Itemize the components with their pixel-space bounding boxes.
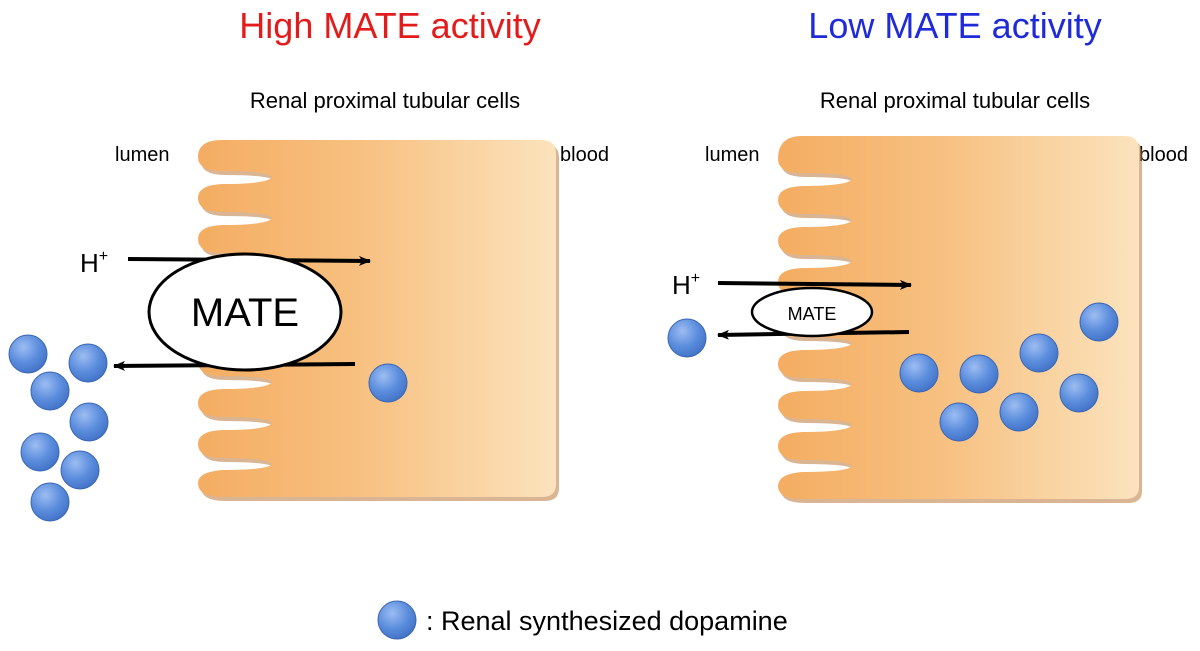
cell-dopamine-cluster xyxy=(368,363,408,403)
dopamine-molecule xyxy=(999,392,1039,432)
dopamine-circle-icon xyxy=(377,600,417,640)
blood-label: blood xyxy=(560,144,609,166)
dopamine-molecule xyxy=(1079,302,1119,342)
mate-label: MATE xyxy=(191,291,299,335)
mate-transporter xyxy=(147,252,343,372)
panel-high-mate: High MATE activity Renal proximal tubula… xyxy=(8,5,609,522)
proximal-tubular-cell xyxy=(198,140,556,497)
mate-label: MATE xyxy=(788,304,837,324)
proton-label: H+ xyxy=(672,270,700,300)
proximal-tubular-cell xyxy=(778,136,1139,499)
panel-title: High MATE activity xyxy=(239,5,540,46)
dopamine-molecule xyxy=(68,343,108,383)
proton-label: H+ xyxy=(80,248,108,278)
dopamine-molecule xyxy=(60,450,100,490)
lumen-label: lumen xyxy=(705,144,759,166)
mate-transporter xyxy=(750,286,874,338)
lumen-label: lumen xyxy=(115,144,169,166)
lumen-dopamine-cluster xyxy=(667,318,707,358)
dopamine-molecule xyxy=(69,402,109,442)
dopamine-molecule xyxy=(939,402,979,442)
legend: : Renal synthesized dopamine xyxy=(377,600,788,640)
blood-label: blood xyxy=(1139,144,1188,166)
cell-label: Renal proximal tubular cells xyxy=(250,88,520,113)
dopamine-molecule xyxy=(1059,373,1099,413)
cell-label: Renal proximal tubular cells xyxy=(820,88,1090,113)
panel-title: Low MATE activity xyxy=(808,5,1101,46)
lumen-dopamine-cluster xyxy=(8,334,109,522)
panel-low-mate: Low MATE activity Renal proximal tubular… xyxy=(667,5,1188,503)
dopamine-molecule xyxy=(1019,333,1059,373)
proton-influx-arrow xyxy=(717,279,912,290)
dopamine-molecule xyxy=(30,482,70,522)
dopamine-molecule xyxy=(368,363,408,403)
dopamine-molecule xyxy=(20,432,60,472)
cell-dopamine-cluster xyxy=(899,302,1119,442)
legend-label: : Renal synthesized dopamine xyxy=(426,606,788,636)
dopamine-molecule xyxy=(667,318,707,358)
dopamine-molecule xyxy=(8,334,48,374)
dopamine-molecule xyxy=(959,354,999,394)
dopamine-molecule xyxy=(899,353,939,393)
dopamine-molecule xyxy=(30,371,70,411)
